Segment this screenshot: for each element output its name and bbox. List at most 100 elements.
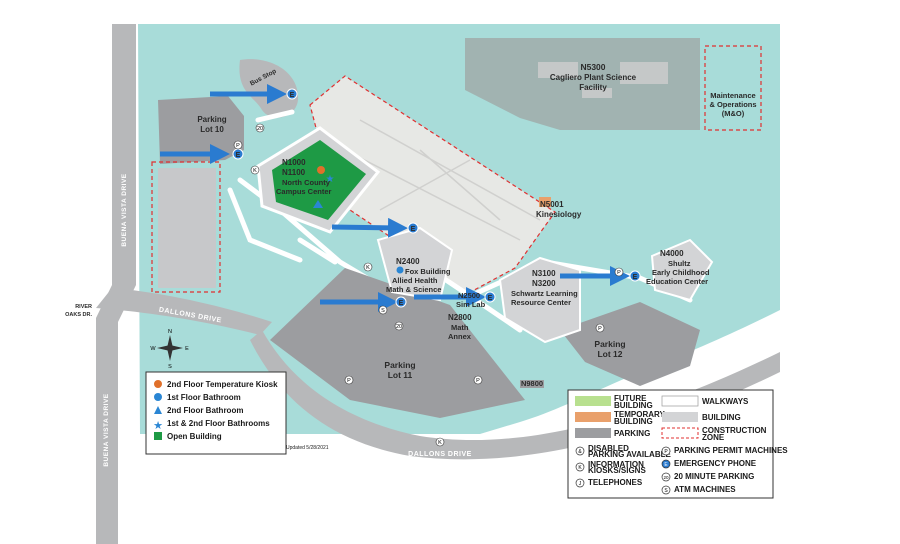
svg-text:S: S	[664, 488, 668, 494]
legend-right: FUTURE BUILDING TEMPORARY BUILDING PARKI…	[567, 389, 788, 499]
svg-text:E: E	[633, 274, 638, 281]
svg-text:E: E	[290, 92, 295, 99]
dallons-drive-label-lower: DALLONS DRIVE	[408, 451, 472, 458]
svg-text:Maintenance: Maintenance	[710, 91, 755, 100]
svg-text:N1100: N1100	[282, 168, 306, 177]
emergency-phone-icon	[629, 270, 641, 282]
svg-text:K: K	[438, 440, 442, 446]
svg-text:N2500: N2500	[458, 291, 480, 300]
svg-text:P: P	[347, 378, 351, 384]
first-floor-bathroom-icon	[396, 266, 404, 274]
svg-text:N3200: N3200	[532, 279, 556, 288]
svg-text:Campus Center: Campus Center	[276, 187, 332, 196]
svg-text:Parking: Parking	[594, 339, 625, 349]
svg-text:E: E	[488, 295, 493, 302]
svg-text:N9800: N9800	[521, 379, 543, 388]
svg-text:1st Floor Bathroom: 1st Floor Bathroom	[167, 393, 241, 402]
svg-text:P: P	[664, 449, 668, 455]
svg-text:P: P	[236, 143, 240, 149]
svg-text:N3100: N3100	[532, 269, 556, 278]
svg-text:Lot 10: Lot 10	[200, 125, 224, 134]
svg-text:N1000: N1000	[282, 158, 306, 167]
svg-text:Allied Health: Allied Health	[392, 276, 438, 285]
arrow-construction	[331, 217, 408, 238]
river-oaks-label-2: OAKS DR.	[65, 312, 92, 318]
cagliero-plant-science-area	[465, 38, 700, 130]
west-building-block	[158, 168, 216, 288]
svg-text:E: E	[411, 226, 416, 233]
svg-text:& Operations: & Operations	[709, 100, 756, 109]
svg-text:P: P	[476, 378, 480, 384]
svg-text:Kinesiology: Kinesiology	[536, 210, 582, 219]
svg-text:K: K	[366, 265, 370, 271]
svg-text:FUTURE: FUTURE	[614, 394, 647, 403]
svg-text:Parking: Parking	[384, 360, 415, 370]
svg-text:Facility: Facility	[579, 83, 607, 92]
svg-text:PARKING: PARKING	[614, 429, 650, 438]
legend-left: 2nd Floor Temperature Kiosk 1st Floor Ba…	[145, 371, 287, 455]
parking-lot-12	[560, 302, 700, 386]
emergency-phones[interactable]: E E E E E E	[232, 88, 641, 308]
svg-text:N2800: N2800	[448, 313, 472, 322]
svg-text:P: P	[598, 326, 602, 332]
shultz-building[interactable]	[650, 238, 714, 302]
svg-text:J: J	[579, 481, 582, 487]
svg-text:Math: Math	[451, 323, 469, 332]
svg-text:(M&O): (M&O)	[722, 109, 745, 118]
svg-text:BUILDING: BUILDING	[702, 413, 741, 422]
buena-vista-drive-label-bottom: BUENA VISTA DRIVE	[103, 393, 110, 466]
n9800-building	[520, 380, 544, 388]
svg-text:CONSTRUCTION: CONSTRUCTION	[702, 426, 767, 435]
svg-text:E: E	[664, 462, 668, 468]
svg-text:P: P	[617, 270, 621, 276]
schwartz-building[interactable]	[498, 256, 581, 344]
svg-text:Parking: Parking	[197, 115, 226, 124]
svg-text:E: E	[399, 300, 404, 307]
svg-text:BUILDING: BUILDING	[614, 417, 653, 426]
svg-text:★: ★	[153, 420, 163, 432]
mo-construction-zone	[704, 45, 762, 131]
svg-text:N5001: N5001	[540, 200, 564, 209]
compass-rose: N S E W	[150, 329, 189, 370]
svg-text:Fox Building: Fox Building	[405, 267, 451, 276]
svg-text:20: 20	[663, 475, 669, 480]
svg-text:BUILDING: BUILDING	[614, 401, 653, 410]
second-floor-bathroom-icon	[313, 200, 323, 208]
svg-text:TELEPHONES: TELEPHONES	[588, 478, 643, 487]
svg-text:Shultz: Shultz	[668, 259, 691, 268]
svg-text:Sim Lab: Sim Lab	[456, 300, 486, 309]
dallons-drive-lower-road	[250, 330, 780, 460]
campus-center-open-building[interactable]	[272, 140, 366, 220]
svg-text:N: N	[168, 329, 172, 335]
svg-text:K: K	[578, 465, 582, 471]
svg-text:S: S	[381, 308, 385, 314]
svg-text:20: 20	[257, 126, 263, 132]
svg-text:2nd Floor Temperature Kiosk: 2nd Floor Temperature Kiosk	[167, 380, 278, 389]
svg-text:Annex: Annex	[448, 332, 472, 341]
emergency-phone-icon	[395, 296, 407, 308]
svg-text:ZONE: ZONE	[702, 433, 725, 442]
temperature-kiosk-icon	[317, 166, 325, 174]
parking-lot-11	[270, 268, 525, 418]
svg-text:North County: North County	[282, 178, 331, 187]
svg-text:E: E	[185, 346, 189, 352]
svg-text:2nd Floor Bathroom: 2nd Floor Bathroom	[167, 406, 243, 415]
svg-text:Resource Center: Resource Center	[511, 298, 571, 307]
svg-text:KIOSKS/SIGNS: KIOSKS/SIGNS	[588, 466, 646, 475]
plant-science-block-1	[538, 62, 578, 78]
updated-date: Updated 5/28/2021	[286, 445, 329, 451]
svg-text:Early Childhood: Early Childhood	[652, 268, 710, 277]
svg-text:N4000: N4000	[660, 249, 684, 258]
svg-text:1st & 2nd Floor Bathrooms: 1st & 2nd Floor Bathrooms	[167, 419, 270, 428]
emergency-phone-icon	[407, 222, 419, 234]
svg-text:ATM MACHINES: ATM MACHINES	[674, 485, 736, 494]
svg-text:20: 20	[396, 324, 402, 330]
emergency-phone-icon	[286, 88, 298, 100]
buena-vista-drive-road	[96, 24, 136, 544]
svg-text:&: &	[578, 449, 582, 455]
svg-text:PARKING AVAILABLE: PARKING AVAILABLE	[588, 450, 671, 459]
svg-text:K: K	[253, 168, 257, 174]
svg-text:Education Center: Education Center	[646, 277, 708, 286]
kinesiology-temp-building[interactable]	[539, 197, 551, 207]
